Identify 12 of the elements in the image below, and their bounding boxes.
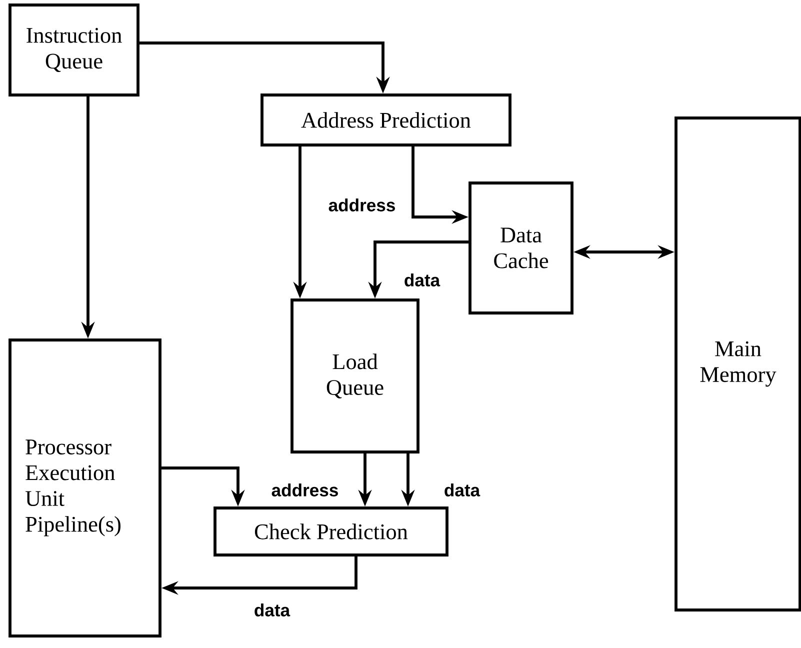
process-box: Instruction Queue — [8, 4, 140, 96]
process-box: Address Prediction — [260, 94, 512, 146]
process-box: Processor Execution Unit Pipeline(s) — [8, 338, 162, 638]
edge-label: address — [327, 197, 397, 213]
process-box: Main Memory — [674, 116, 801, 612]
process-box: Data Cache — [468, 182, 574, 314]
edge-label: data — [402, 272, 442, 288]
process-box: Check Prediction — [214, 506, 448, 556]
edge-label: address — [270, 482, 340, 498]
process-box: Load Queue — [290, 298, 420, 454]
edge-label: data — [252, 602, 292, 618]
edge-label: data — [442, 482, 482, 498]
